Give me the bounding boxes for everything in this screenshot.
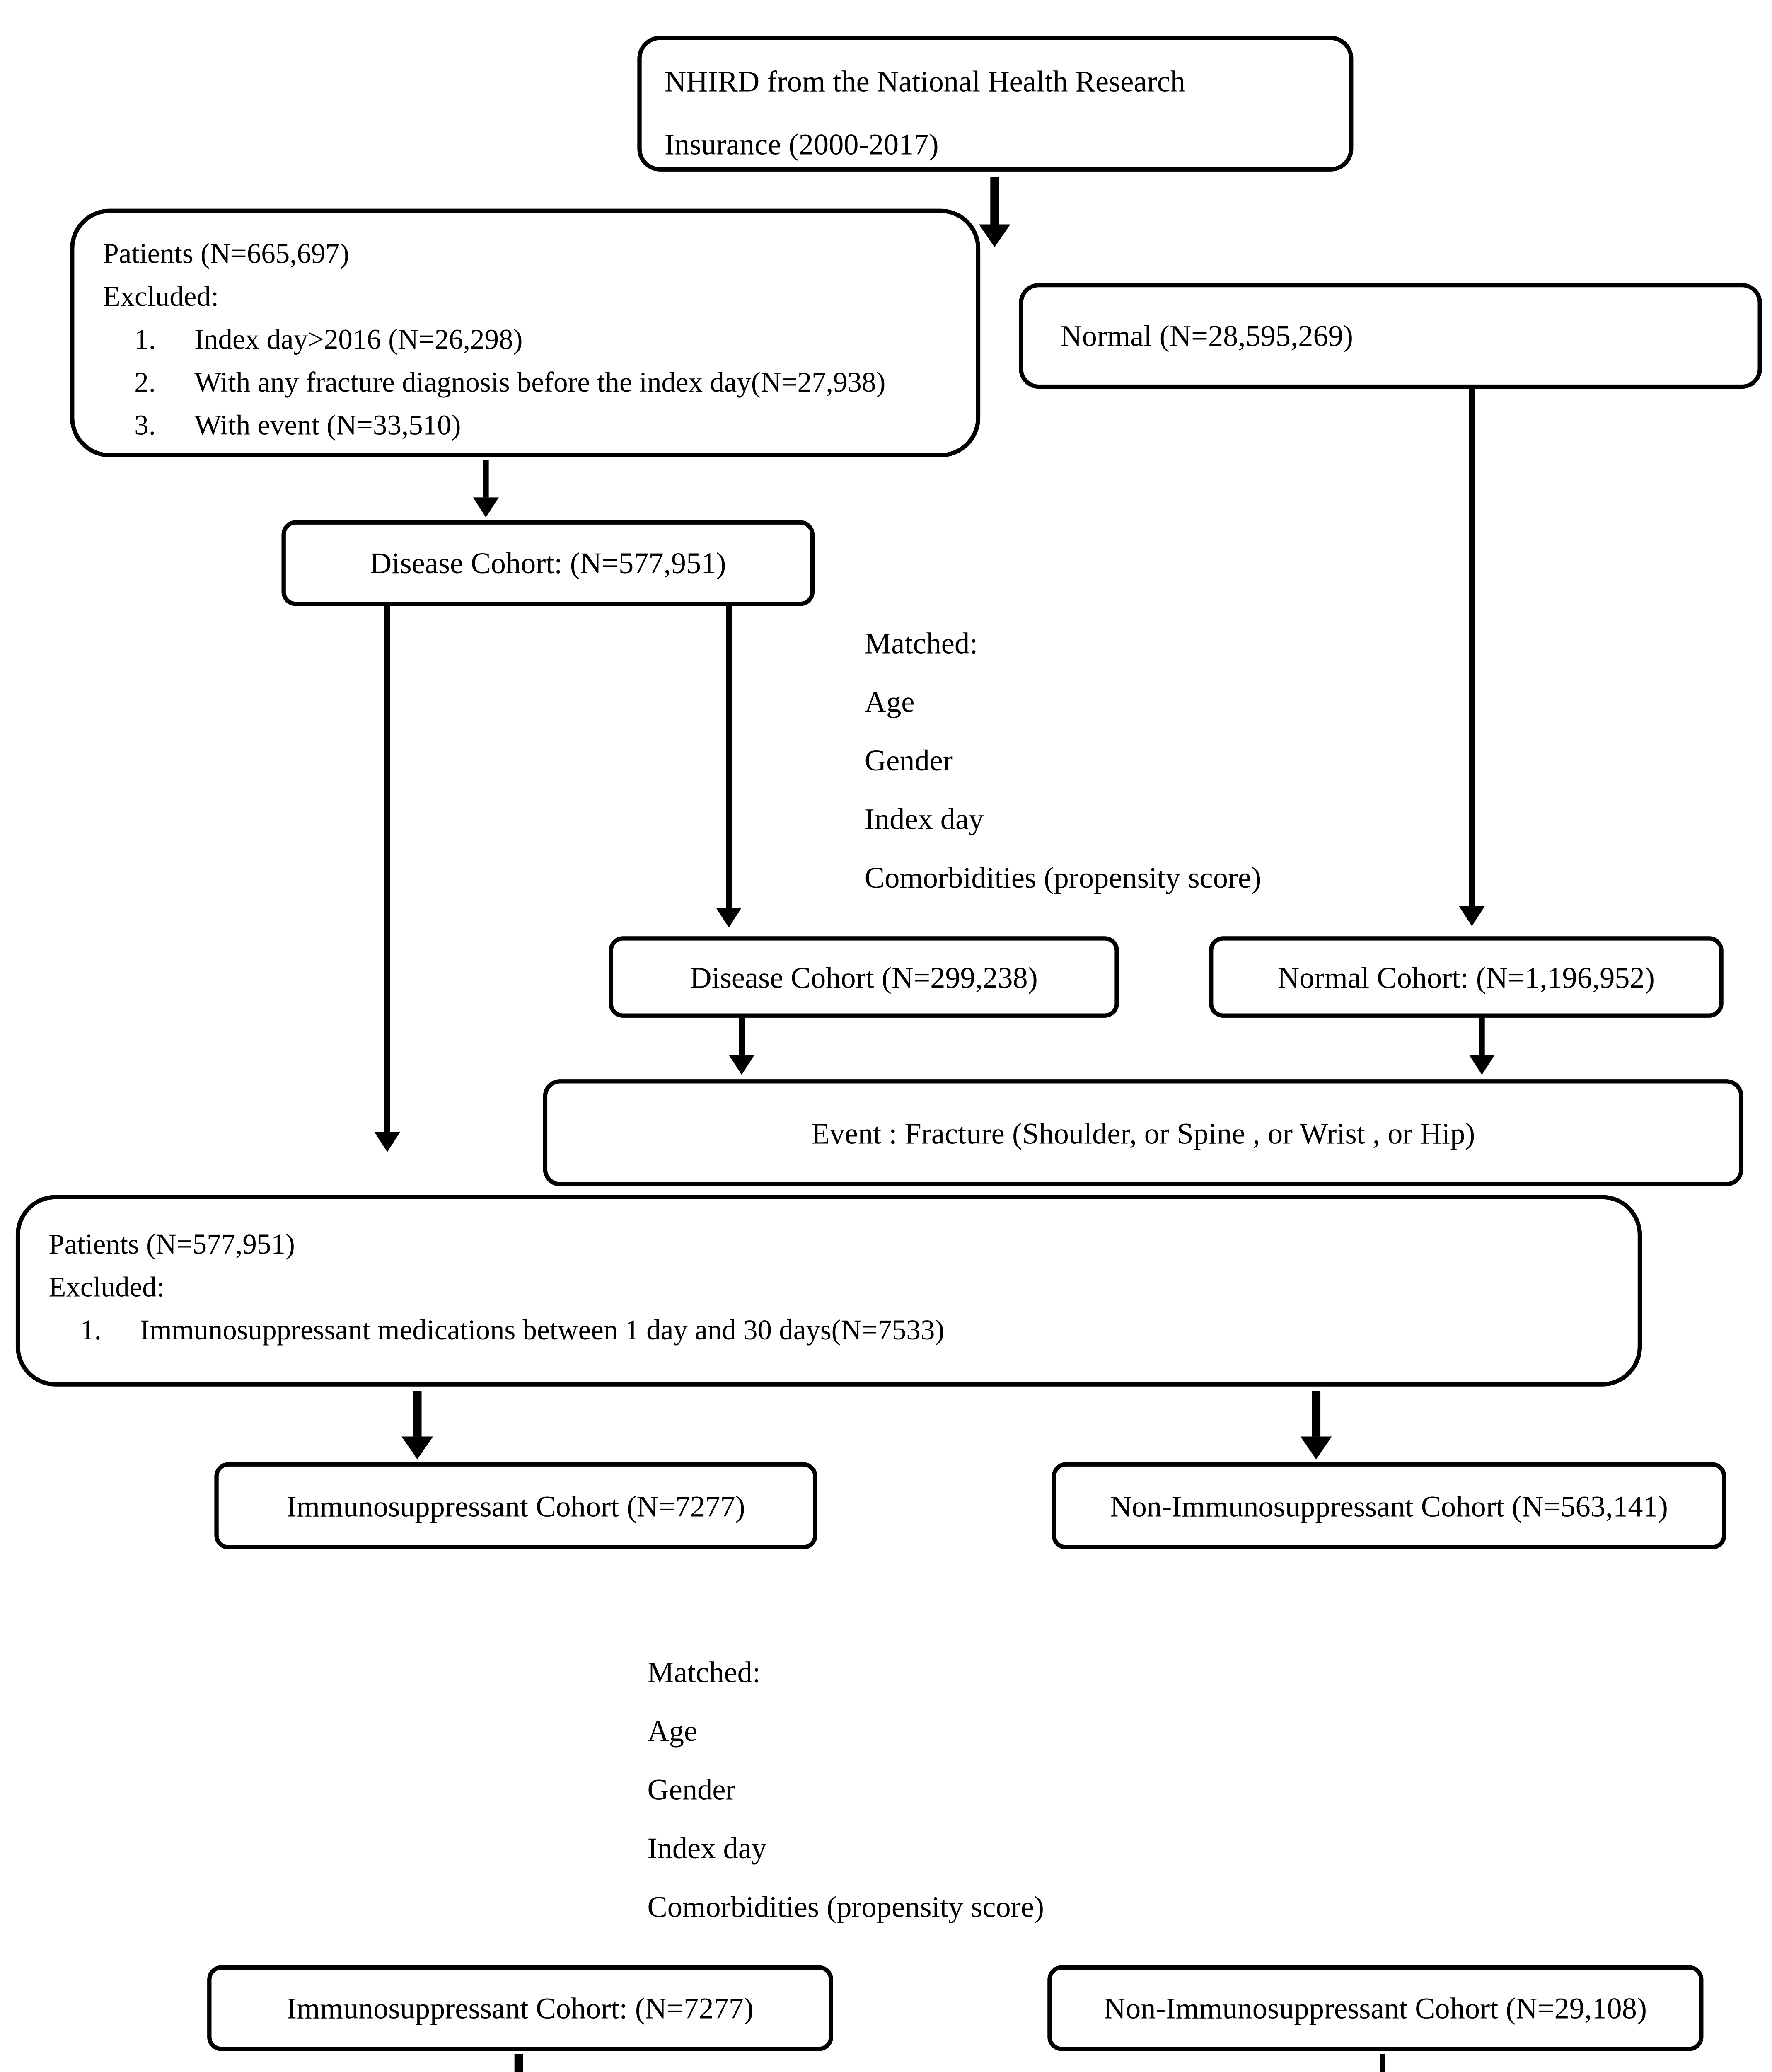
matched-line: Matched: (864, 626, 978, 661)
arrow-disease-to-matched-cohort (716, 606, 742, 928)
non-immunosuppressant-matched-box: Non-Immunosuppressant Cohort (N=29,108) (1047, 1965, 1704, 2051)
nhird-line-1: NHIRD from the National Health Research (664, 64, 1186, 99)
arrow-head (716, 908, 742, 928)
nhird-source-box: NHIRD from the National Health Research … (637, 36, 1354, 172)
non-immunosuppressant-matched-label: Non-Immunosuppressant Cohort (N=29,108) (1104, 1991, 1647, 2026)
matched-lower-text: Matched: Age Gender Index day Comorbidit… (647, 1644, 1044, 1937)
arrow-head (401, 1436, 433, 1460)
normal-cohort-box: Normal Cohort: (N=1,196,952) (1209, 936, 1724, 1018)
arrow-shaft (990, 177, 999, 225)
arrow-nhird-split (979, 177, 1010, 247)
normal-population-label: Normal (N=28,595,269) (1060, 318, 1354, 353)
disease-cohort-label: Disease Cohort: (N=577,951) (370, 546, 726, 581)
arrow-head (374, 1132, 400, 1152)
matched-line: Age (647, 1714, 698, 1748)
excluded-item-text: With any fracture diagnosis before the i… (194, 367, 886, 399)
excluded-item: 1. Index day>2016 (N=26,298) (103, 319, 947, 361)
non-immunosuppressant-label: Non-Immunosuppressant Cohort (N=563,141) (1110, 1489, 1668, 1523)
disease-cohort-matched-box: Disease Cohort (N=299,238) (609, 936, 1119, 1018)
matched-line: Index day (647, 1831, 767, 1866)
arrow-head (1300, 1436, 1332, 1460)
arrow-shaft (1479, 1017, 1485, 1055)
excluded-item: 2. With any fracture diagnosis before th… (103, 362, 947, 404)
matched-line: Comorbidities (propensity score) (647, 1889, 1044, 1924)
matched-line: Matched: (647, 1655, 761, 1690)
arrow-immuno-matched-to-event (503, 2054, 534, 2072)
arrow-shaft (413, 1391, 422, 1437)
excluded-item-text: Index day>2016 (N=26,298) (194, 324, 523, 356)
event-upper-label: Event : Fracture (Shoulder, or Spine , o… (811, 1116, 1475, 1150)
arrow-shaft (483, 460, 489, 498)
excluded-item-number: 1. (80, 1315, 102, 1347)
matched-upper-text: Matched: Age Gender Index day Comorbidit… (865, 615, 1262, 908)
excluded-item-number: 1. (134, 324, 156, 356)
excluded-item-text: With event (N=33,510) (194, 410, 461, 442)
arrow-patients-second-to-non-immuno (1300, 1391, 1332, 1460)
immunosuppressant-box: Immunosuppressant Cohort (N=7277) (214, 1462, 817, 1549)
excluded-item-number: 3. (134, 410, 156, 442)
excluded-item: 1. Immunosuppressant medications between… (48, 1309, 1609, 1352)
non-immunosuppressant-box: Non-Immunosuppressant Cohort (N=563,141) (1052, 1462, 1726, 1549)
excluded-item: 3. With event (N=33,510) (103, 404, 947, 447)
arrow-shaft (384, 606, 390, 1132)
disease-cohort-matched-label: Disease Cohort (N=299,238) (690, 960, 1038, 994)
arrow-head (979, 224, 1010, 247)
arrow-shaft (739, 1017, 745, 1055)
arrow-shaft (514, 2054, 523, 2072)
arrow-disease-matched-to-event (729, 1017, 755, 1075)
matched-line: Age (864, 685, 915, 719)
nhird-line-2: Insurance (2000-2017) (664, 127, 939, 162)
arrow-head (473, 497, 499, 518)
matched-line: Gender (864, 743, 953, 778)
arrow-patients-second-to-immuno (401, 1391, 433, 1460)
arrow-non-immuno-matched-to-event (1372, 2054, 1392, 2072)
arrow-shaft (1312, 1391, 1321, 1437)
arrow-normal-to-normal-cohort (1459, 389, 1485, 927)
immunosuppressant-matched-box: Immunosuppressant Cohort: (N=7277) (207, 1965, 833, 2051)
matched-line: Comorbidities (propensity score) (864, 860, 1262, 895)
matched-line: Index day (864, 802, 984, 836)
immunosuppressant-label: Immunosuppressant Cohort (N=7277) (286, 1489, 745, 1523)
event-upper-box: Event : Fracture (Shoulder, or Spine , o… (543, 1079, 1744, 1186)
patients-initial-title: Patients (N=665,697) (103, 239, 349, 270)
immunosuppressant-matched-label: Immunosuppressant Cohort: (N=7277) (286, 1991, 754, 2026)
arrow-normal-cohort-to-event (1469, 1017, 1495, 1075)
arrow-shaft (1469, 389, 1475, 906)
normal-cohort-label: Normal Cohort: (N=1,196,952) (1277, 960, 1655, 994)
patients-second-box: Patients (N=577,951) Excluded: 1. Immuno… (15, 1195, 1642, 1387)
patients-second-title: Patients (N=577,951) (48, 1229, 295, 1261)
arrow-shaft (1380, 2054, 1384, 2072)
excluded-item-text: Immunosuppressant medications between 1 … (140, 1315, 945, 1347)
arrow-patients-to-disease-cohort (473, 460, 499, 518)
patients-initial-box: Patients (N=665,697) Excluded: 1. Index … (70, 208, 981, 457)
normal-population-box: Normal (N=28,595,269) (1019, 283, 1762, 389)
arrow-head (729, 1055, 755, 1075)
matched-line: Gender (647, 1772, 736, 1807)
arrow-head (1459, 906, 1485, 927)
excluded-item-number: 2. (134, 367, 156, 399)
patients-initial-excluded-label: Excluded: (103, 281, 219, 313)
disease-cohort-box: Disease Cohort: (N=577,951) (281, 520, 815, 606)
arrow-head (1469, 1055, 1495, 1075)
arrow-shaft (726, 606, 732, 908)
patients-second-excluded-label: Excluded: (48, 1272, 164, 1304)
arrow-disease-to-patients-second (374, 606, 400, 1152)
